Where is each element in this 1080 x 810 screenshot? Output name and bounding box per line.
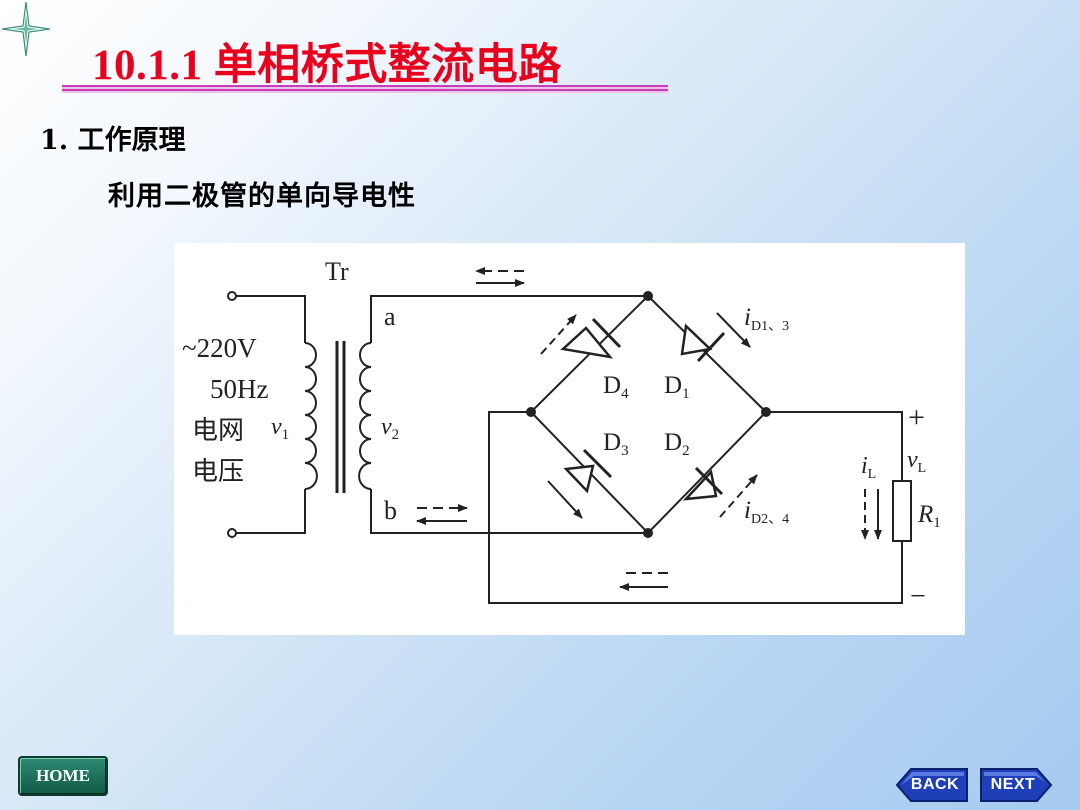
diode-d4 — [560, 317, 622, 359]
bridge-rectifier-figure: Tr ~220V 50Hz 电网 电压 v1 v2 a b D4 D1 D3 D… — [174, 243, 965, 635]
v2-label: v — [381, 414, 392, 440]
svg-text:D3: D3 — [603, 429, 629, 459]
svg-text:v1: v1 — [271, 414, 289, 443]
primary-terminal-top — [227, 291, 237, 301]
diode-d3 — [563, 448, 613, 494]
primary-coil — [304, 342, 318, 490]
title-underline — [62, 85, 668, 93]
next-button[interactable]: NEXT — [979, 766, 1053, 804]
primary-terminal-bottom — [227, 528, 237, 538]
section-subtext: 利用二极管的单向导电性 — [108, 181, 416, 212]
svg-text:iD1、3: iD1、3 — [744, 304, 789, 334]
output-top-wire — [766, 411, 903, 481]
back-label: BACK — [910, 776, 960, 793]
d4-label: D — [603, 372, 621, 399]
d3-label: D — [603, 429, 621, 456]
section-heading: 1. 工作原理 — [40, 125, 186, 156]
transformer-label: Tr — [325, 257, 349, 286]
grid-label: 电网 — [192, 416, 244, 445]
bridge-rectifier-diagram: Tr ~220V 50Hz 电网 电压 v1 v2 a b D4 D1 D3 D… — [182, 257, 941, 612]
star-icon — [2, 2, 50, 56]
r1-label: R — [917, 501, 933, 528]
svg-text:iD2、4: iD2、4 — [744, 497, 789, 527]
d2-label: D — [664, 429, 682, 456]
next-label: NEXT — [990, 776, 1036, 793]
voltage-label: 电压 — [192, 457, 244, 486]
node-b-label: b — [384, 496, 397, 525]
plus-label: + — [908, 401, 925, 434]
svg-text:v2: v2 — [381, 414, 399, 443]
svg-text:R1: R1 — [917, 501, 941, 531]
svg-text:iL: iL — [861, 453, 876, 482]
next-arrow-icon — [980, 768, 1053, 802]
diode-d2 — [682, 466, 724, 501]
minus-label: − — [910, 581, 926, 612]
home-button[interactable]: HOME — [18, 756, 108, 796]
svg-text:D2: D2 — [664, 429, 690, 459]
svg-text:D4: D4 — [603, 372, 629, 402]
id24-label: i — [744, 497, 751, 524]
vl-label: v — [907, 447, 918, 473]
diode-bridge — [529, 295, 768, 535]
il-label: i — [861, 453, 868, 479]
load-resistor — [892, 480, 912, 542]
back-button[interactable]: BACK — [895, 766, 969, 804]
id13-label: i — [744, 304, 751, 331]
source-voltage-label: ~220V — [182, 333, 257, 363]
svg-text:vL: vL — [907, 447, 926, 476]
slide-title: 10.1.1 单相桥式整流电路 — [92, 42, 562, 89]
output-return-wire — [488, 411, 903, 604]
v1-label: v — [271, 414, 282, 440]
node-a-label: a — [384, 302, 396, 331]
svg-text:D1: D1 — [664, 372, 690, 402]
frequency-label: 50Hz — [210, 374, 268, 404]
diode-d1 — [680, 323, 726, 363]
d1-label: D — [664, 372, 682, 399]
back-arrow-icon — [895, 768, 968, 802]
secondary-coil — [358, 342, 372, 490]
